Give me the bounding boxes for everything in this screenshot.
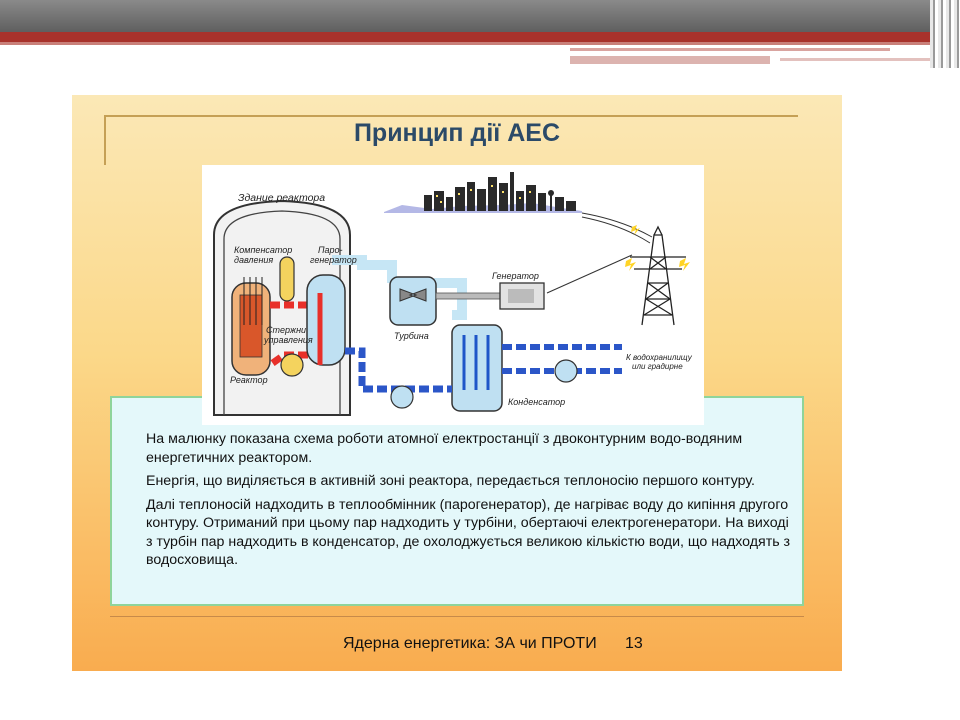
city-skyline-icon xyxy=(384,172,582,213)
label-reservoir: К водохранилищу xyxy=(626,353,692,362)
npp-diagram: Здание реактора Компенсатор давления Пар… xyxy=(202,165,704,425)
page-number: 13 xyxy=(625,635,643,652)
paragraph: Далі теплоносій надходить в теплообмінни… xyxy=(146,496,791,569)
slide-title: Принцип дії АЕС xyxy=(353,119,561,147)
footer-rule xyxy=(110,616,804,617)
banner-deco-line xyxy=(570,48,890,51)
label-turbine: Турбина xyxy=(394,331,429,341)
label-control-rods: управления xyxy=(264,335,313,345)
banner-deco-line xyxy=(780,58,930,61)
label-steam-generator: Паро- xyxy=(318,245,343,255)
npp-diagram-graphic xyxy=(213,172,690,416)
title-rule-vertical xyxy=(104,115,106,165)
top-banner xyxy=(0,0,960,32)
label-generator: Генератор xyxy=(492,271,539,281)
slide-footer: Ядерна енергетика: ЗА чи ПРОТИ xyxy=(343,635,597,652)
paragraph: На малюнку показана схема роботи атомної… xyxy=(146,431,743,466)
text-panel: На малюнку показана схема роботи атомної… xyxy=(110,396,804,606)
label-reservoir: или градирне xyxy=(632,362,683,371)
banner-deco-line xyxy=(570,56,770,64)
label-steam-generator: генератор xyxy=(310,255,357,265)
text-body: На малюнку показана схема роботи атомної… xyxy=(146,430,796,575)
label-control-rods: Стержни xyxy=(266,325,307,335)
label-pressure-compensator: Компенсатор xyxy=(234,245,293,255)
paragraph: Енергія, що виділяється в активній зоні … xyxy=(146,473,755,489)
power-pylon-icon xyxy=(630,225,686,326)
spark-icon xyxy=(625,225,690,271)
label-reactor: Реактор xyxy=(230,375,268,385)
title-rule xyxy=(104,115,798,117)
banner-red-stripe xyxy=(0,32,960,42)
banner-red-stripe-thin xyxy=(0,42,960,45)
label-condenser: Конденсатор xyxy=(508,397,566,407)
label-pressure-compensator: давления xyxy=(234,255,274,265)
banner-edge-stripes xyxy=(930,0,960,68)
label-reactor-building: Здание реактора xyxy=(238,192,326,204)
